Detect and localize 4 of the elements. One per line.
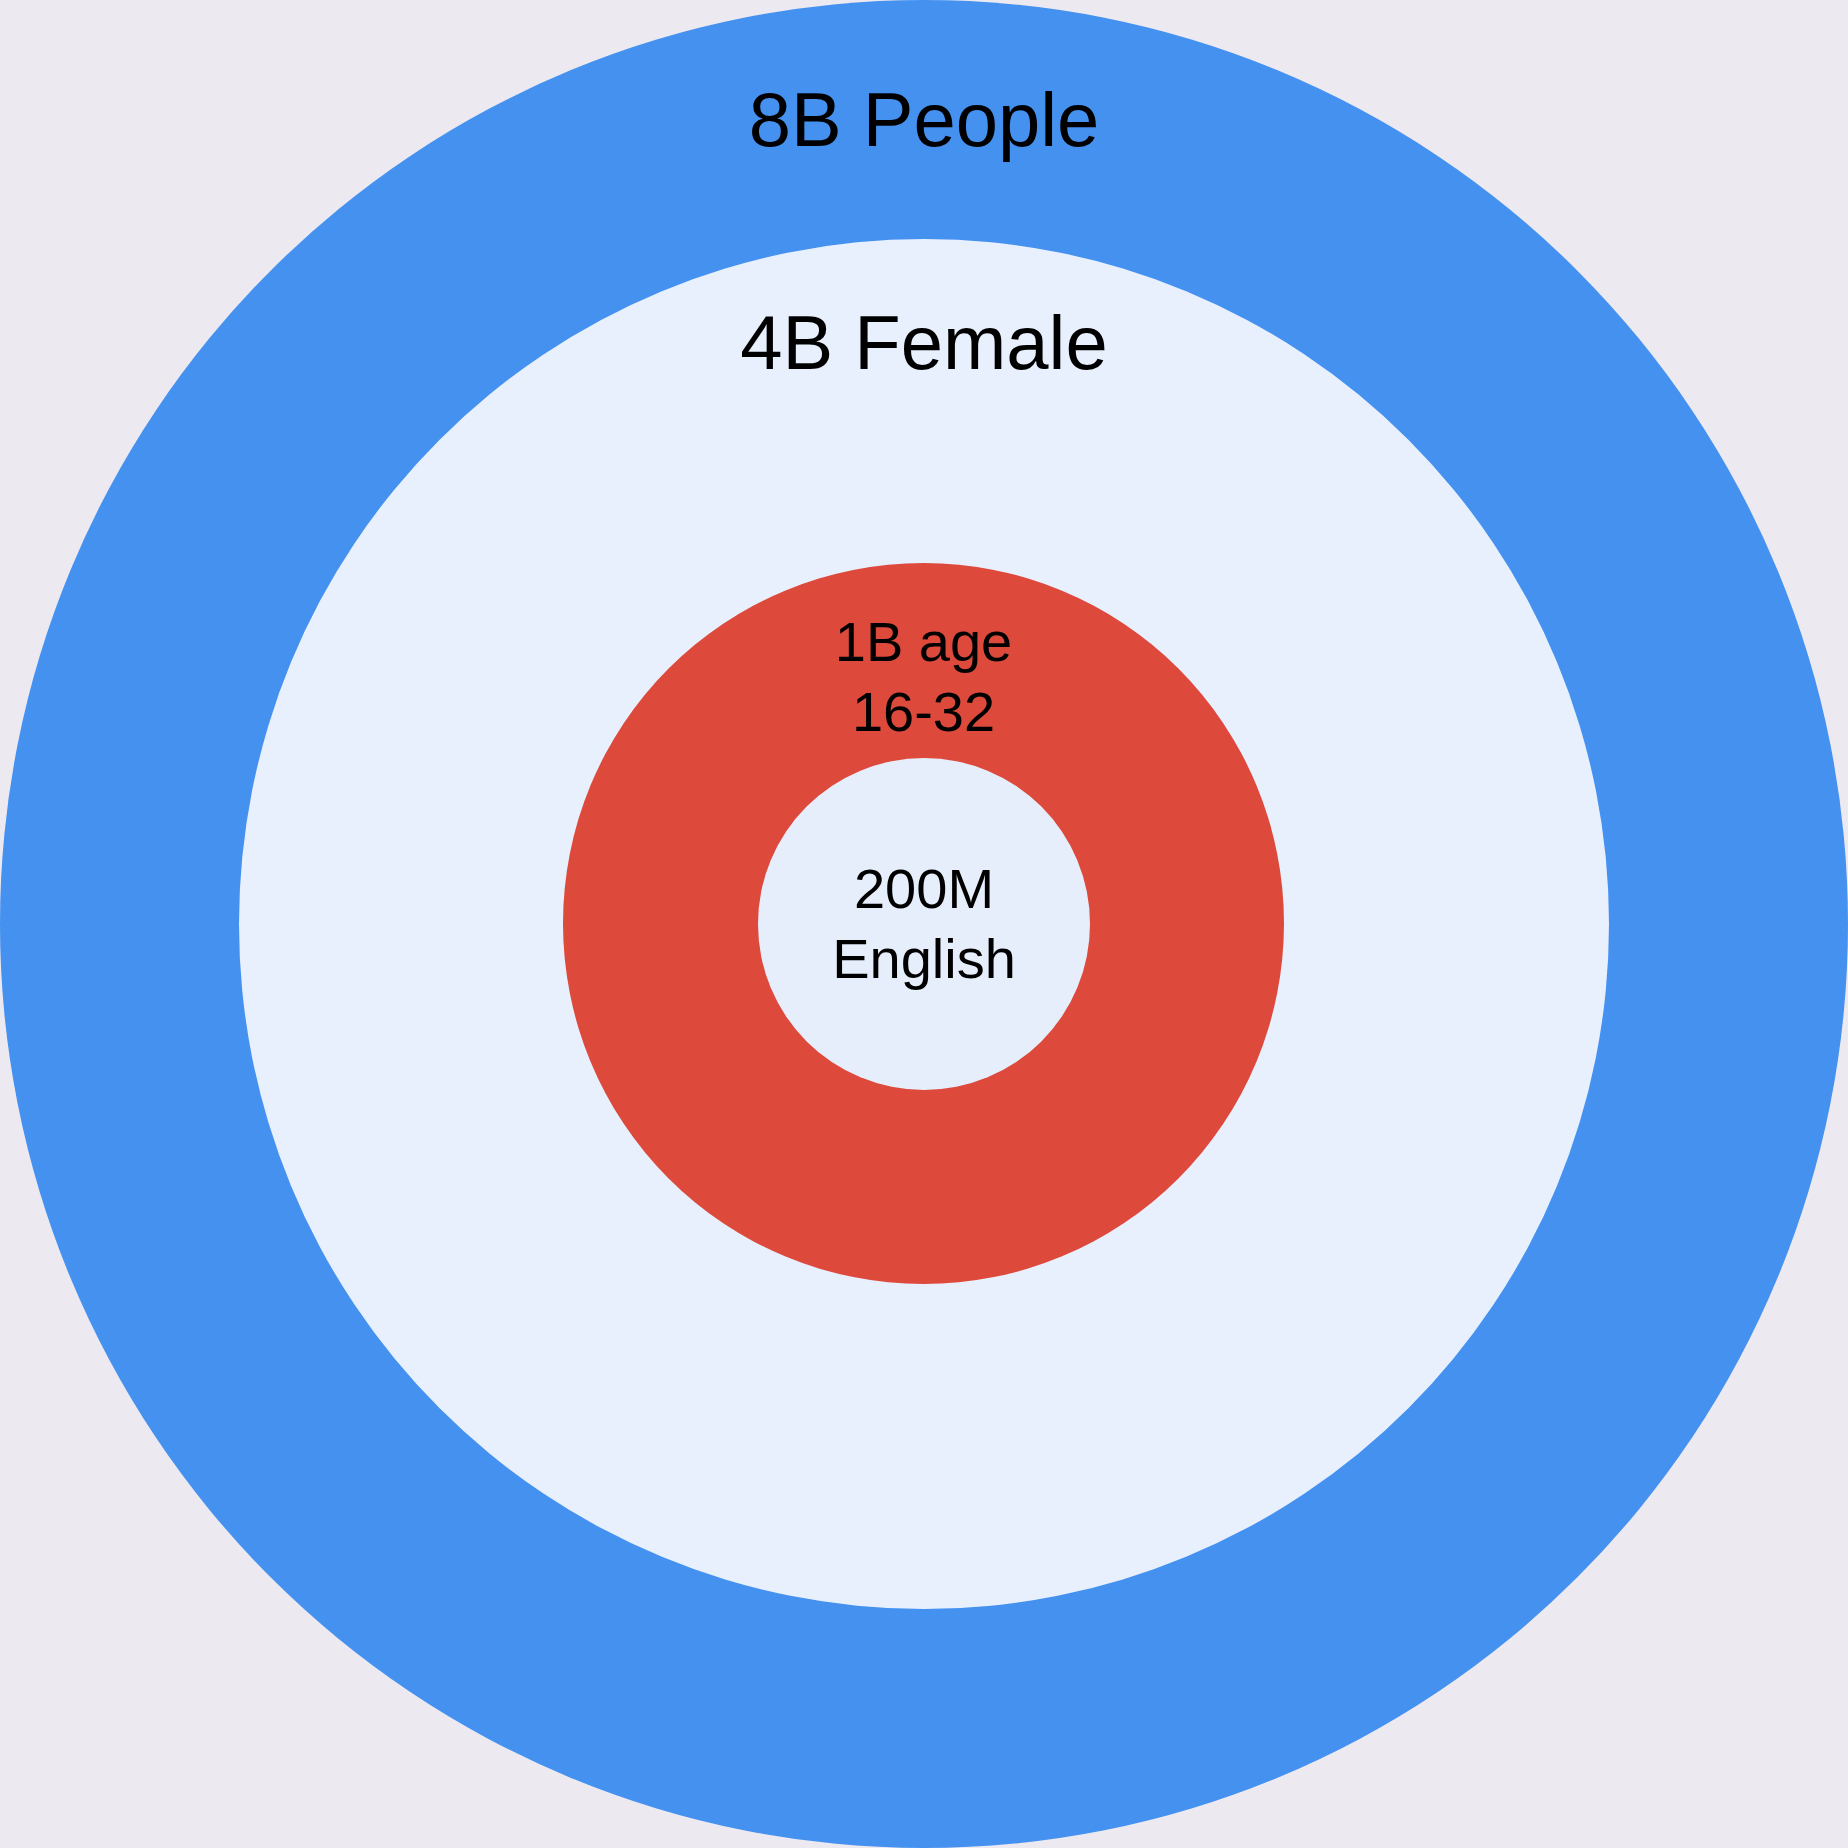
circle-label: 8B People	[748, 76, 1100, 164]
circle-label: 4B Female	[740, 299, 1108, 387]
circle-label: 200M English	[831, 856, 1017, 992]
circle-label: 1B age 16-32	[833, 609, 1014, 745]
